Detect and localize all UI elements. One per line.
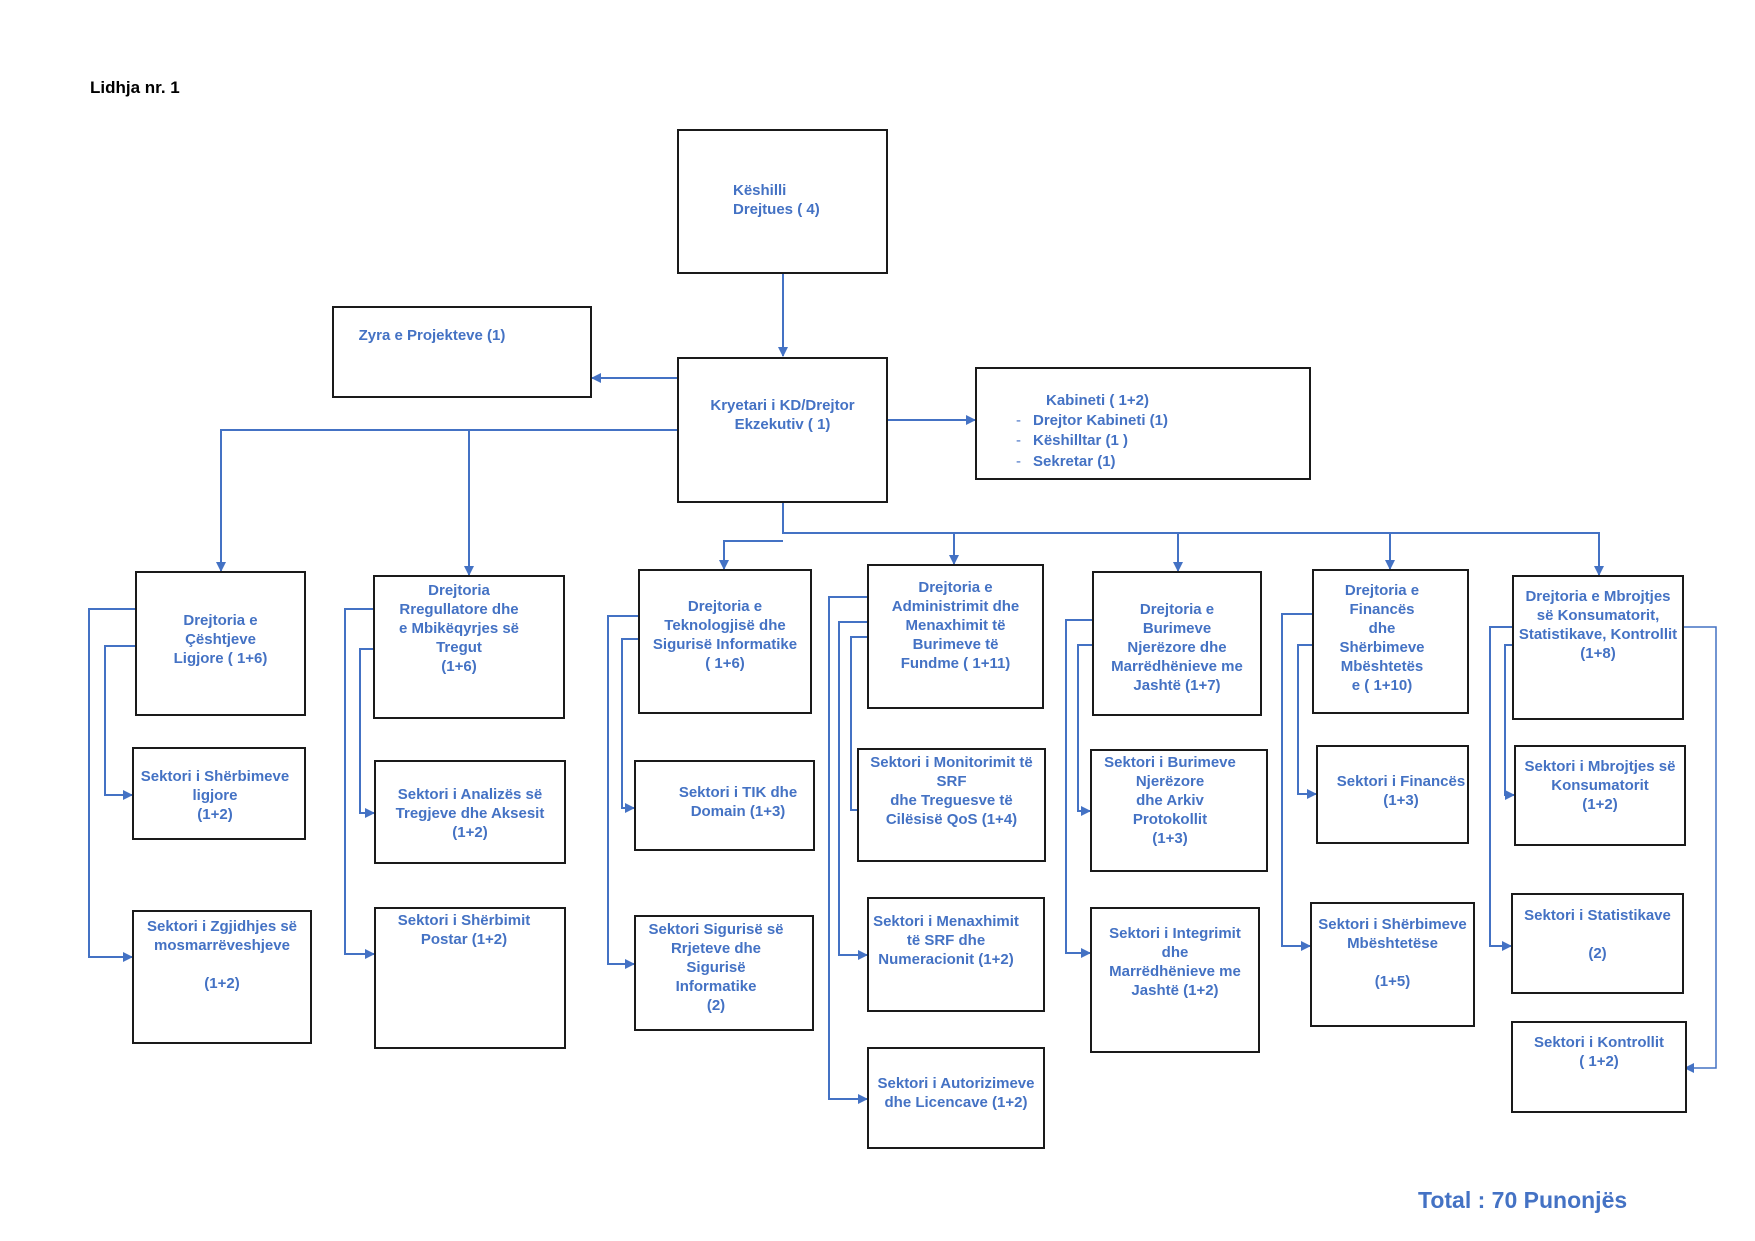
label-directorate-6: Drejtoria e Financës dhe Shërbimeve Mbës…	[1339, 582, 1425, 694]
connector-kryetari-d1-d2	[220, 429, 677, 571]
box-directorate-5	[1092, 571, 1262, 716]
label-sector-2a: Sektori i Analizës së Tregjeve dhe Akses…	[395, 786, 545, 841]
total-employees: Total : 70 Punonjës	[1418, 1187, 1628, 1213]
box-sector-5b	[1090, 907, 1260, 1053]
label-sector-4c: Sektori i Autorizimeve dhe Licencave (1+…	[877, 1075, 1035, 1111]
kabineti-item-2: -Sekretar (1)	[1016, 453, 1116, 470]
box-directorate-1	[135, 571, 306, 716]
label-directorate-4: Drejtoria e Administrimit dhe Menaxhimit…	[891, 579, 1020, 672]
kabineti-item-2-text: Sekretar (1)	[1033, 453, 1116, 470]
box-zyra	[332, 306, 592, 398]
connector-d1-s1b	[88, 608, 135, 962]
box-sector-1b	[132, 910, 312, 1044]
connector-d5-s5b	[1065, 619, 1092, 958]
connector-bus	[782, 503, 1600, 575]
label-directorate-5: Drejtoria e Burimeve Njerëzore dhe Marrë…	[1111, 601, 1243, 694]
label-sector-3b: Sektori Sigurisë së Rrjeteve dhe Siguris…	[648, 921, 784, 1014]
label-sector-6a: Sektori i Financës (1+3)	[1336, 773, 1466, 809]
label-sector-7c: Sektori i Kontrollit ( 1+2)	[1533, 1034, 1664, 1070]
kabineti-item-0-text: Drejtor Kabineti (1)	[1033, 412, 1169, 429]
connector-to-d4	[783, 532, 959, 565]
label-sector-5a: Sektori i Burimeve Njerëzore dhe Arkiv P…	[1104, 754, 1236, 847]
kabineti-item-0: -Drejtor Kabineti (1)	[1016, 412, 1169, 429]
label-sector-5b: Sektori i Integrimit dhe Marrëdhënieve m…	[1109, 925, 1241, 999]
connector-d5-s5a	[1077, 644, 1092, 816]
label-kryetari: Kryetari i KD/Drejtor Ekzekutiv ( 1)	[710, 397, 855, 433]
kabineti-item-1: -Këshilltar (1 )	[1016, 432, 1129, 449]
box-directorate-4	[867, 564, 1044, 709]
box-directorate-6	[1312, 569, 1469, 714]
connector-to-d3	[719, 540, 783, 570]
connector-d6-s6a	[1297, 644, 1317, 799]
box-keshilli	[677, 129, 888, 274]
label-directorate-3: Drejtoria e Teknologjisë dhe Sigurisë In…	[652, 598, 798, 672]
connector-d1-s1a	[104, 645, 135, 800]
document-label: Lidhja nr. 1	[90, 78, 180, 97]
label-sector-3a: Sektori i TIK dhe Domain (1+3)	[678, 784, 798, 820]
connector-d7-s7b	[1489, 626, 1512, 951]
box-sector-2b	[374, 907, 566, 1049]
box-sector-7b	[1511, 893, 1684, 994]
connector-d2-s2b	[344, 608, 375, 959]
box-sector-7a	[1514, 745, 1686, 846]
box-sector-7c	[1511, 1021, 1687, 1113]
label-sector-7a: Sektori i Mbrojtjes së Konsumatorit (1+2…	[1524, 758, 1676, 813]
box-kryetari	[677, 357, 888, 503]
label-keshilli: Këshilli Drejtues ( 4)	[733, 182, 820, 218]
box-kabineti	[975, 367, 1311, 480]
label-sector-4a: Sektori i Monitorimit të SRF dhe Tregues…	[870, 754, 1033, 828]
box-sector-3a	[634, 760, 815, 851]
box-sector-6b	[1310, 902, 1475, 1027]
label-sector-2b: Sektori i Shërbimit Postar (1+2)	[397, 912, 531, 948]
connector-d2-s2a	[359, 648, 375, 818]
box-sector-3b	[634, 915, 814, 1031]
connector-d3-s3a	[621, 638, 638, 813]
box-sector-6a	[1316, 745, 1469, 844]
box-directorate-3	[638, 569, 812, 714]
connector-d4-s4b	[838, 621, 868, 960]
label-sector-4b: Sektori i Menaxhimit të SRF dhe Numeraci…	[873, 913, 1019, 968]
box-sector-2a	[374, 760, 566, 864]
connector-d6-s6b	[1281, 613, 1312, 951]
box-sector-5a	[1090, 749, 1268, 872]
label-directorate-2: Drejtoria Rregullatore dhe e Mbikëqyrjes…	[398, 582, 520, 675]
connector-d7-s7c	[1684, 626, 1717, 1073]
connector-d4-s4c	[828, 596, 868, 1104]
box-directorate-7	[1512, 575, 1684, 720]
box-sector-4b	[867, 897, 1045, 1012]
label-directorate-7: Drejtoria e Mbrojtjes së Konsumatorit, S…	[1518, 588, 1678, 662]
kabineti-item-1-text: Këshilltar (1 )	[1033, 432, 1129, 449]
label-zyra: Zyra e Projekteve (1)	[358, 327, 506, 344]
box-sector-4c	[867, 1047, 1045, 1149]
box-sector-4a	[857, 748, 1046, 862]
label-sector-1b: Sektori i Zgjidhjes së mosmarrëveshjeve …	[146, 918, 298, 992]
connector-d3-s3b	[607, 615, 638, 969]
label-sector-7b: Sektori i Statistikave (2)	[1524, 907, 1671, 962]
box-sector-1a	[132, 747, 306, 840]
label-kabineti-head: Kabineti ( 1+2)	[1046, 392, 1149, 409]
label-sector-1a: Sektori i Shërbimeve ligjore (1+2)	[140, 768, 290, 823]
connector-d7-s7a	[1504, 644, 1515, 800]
label-directorate-1: Drejtoria e Çështjeve Ligjore ( 1+6)	[173, 612, 268, 667]
label-sector-6b: Sektori i Shërbimeve Mbështetëse (1+5)	[1318, 916, 1467, 990]
box-directorate-2	[373, 575, 565, 719]
